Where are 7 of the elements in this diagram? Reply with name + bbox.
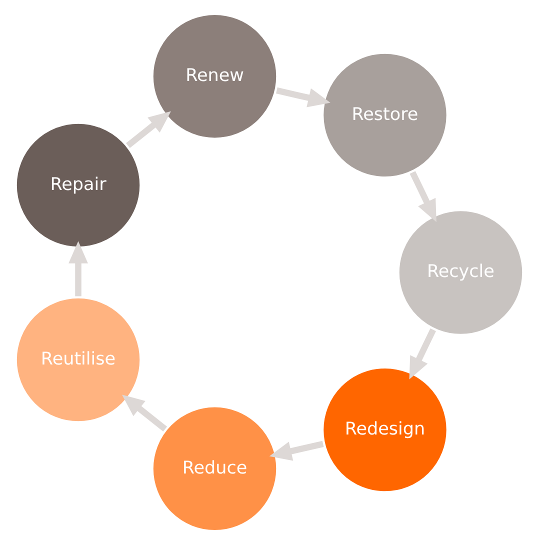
- arrow: [269, 440, 324, 461]
- arrow: [410, 171, 436, 222]
- arrow: [126, 111, 171, 148]
- arrow: [122, 394, 168, 432]
- arrow: [276, 87, 330, 108]
- arrow: [68, 241, 88, 296]
- arrow: [409, 328, 436, 380]
